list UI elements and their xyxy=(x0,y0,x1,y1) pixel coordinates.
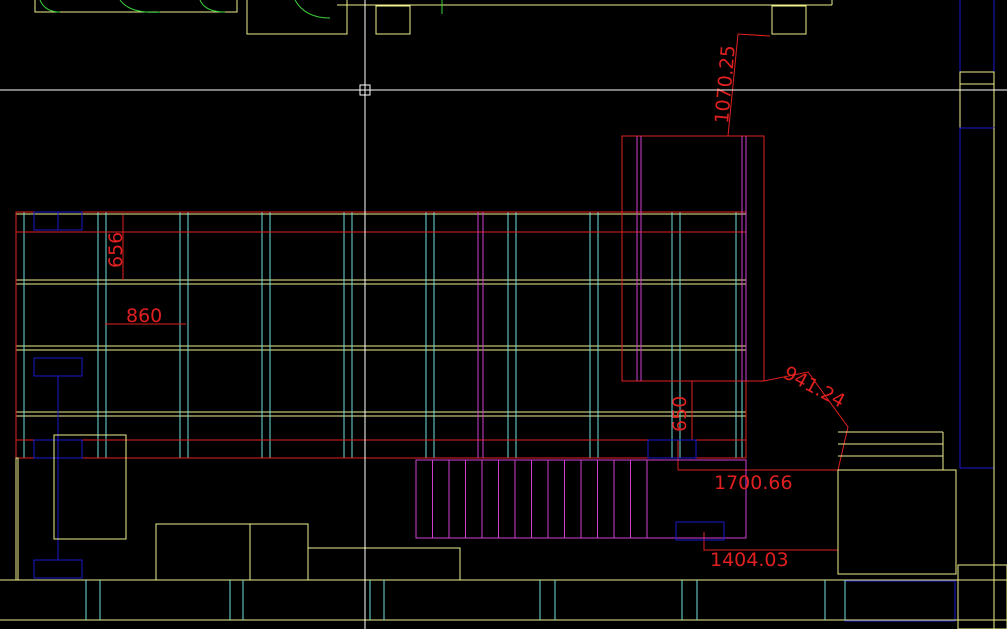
top-yellow-box-a xyxy=(246,0,348,35)
lower-left-box xyxy=(53,434,127,540)
right-bottom-box xyxy=(957,564,1007,629)
top-green-arc-2 xyxy=(119,0,161,13)
blue-markers xyxy=(33,211,956,622)
top-green-arc-1 xyxy=(39,0,61,13)
main-grid xyxy=(15,211,747,459)
stair-treads xyxy=(415,459,747,539)
right-column-blue-main xyxy=(959,127,995,469)
dim-text-656: 656 xyxy=(105,232,127,268)
blue-marker-mid xyxy=(33,357,83,377)
dimension-texts: 1070.25 656 860 941.24 650 1700.66 1404.… xyxy=(105,44,849,571)
grid-horizontal-beams xyxy=(16,213,746,417)
top-objects xyxy=(34,0,833,35)
right-column-yellow xyxy=(959,71,995,129)
lower-area xyxy=(0,431,1007,621)
grid-vertical-columns xyxy=(23,212,743,458)
lower-box-a xyxy=(155,523,309,581)
dim-leader-1070 xyxy=(727,33,771,137)
lower-right-box xyxy=(837,469,957,575)
dim-text-941: 941.24 xyxy=(780,362,849,413)
top-yellow-frame-left xyxy=(34,0,238,13)
blue-marker-stair-bottom xyxy=(675,521,725,541)
top-yellow-box-c xyxy=(771,5,807,35)
upper-box-red-frame xyxy=(621,135,765,382)
top-green-arc-4 xyxy=(294,0,331,19)
pickbox xyxy=(359,84,371,96)
dim-leader-941 xyxy=(678,371,849,471)
bottom-cyan-posts xyxy=(85,580,846,620)
top-yellow-box-b xyxy=(375,5,411,35)
dim-text-860: 860 xyxy=(126,305,162,327)
blue-box-bottom-right xyxy=(844,580,956,622)
blue-marker-stair-top xyxy=(647,439,697,459)
dim-text-1404: 1404.03 xyxy=(710,549,789,571)
top-green-arc-3 xyxy=(199,0,226,13)
right-column xyxy=(957,0,1007,629)
dim-text-1070: 1070.25 xyxy=(711,44,740,124)
blue-marker-bottom xyxy=(33,559,83,579)
dim-text-1700: 1700.66 xyxy=(714,472,793,494)
right-column-blue-top xyxy=(959,0,995,73)
lower-box-b xyxy=(307,547,461,581)
lower-left-edge xyxy=(15,457,19,581)
dim-text-650: 650 xyxy=(669,396,691,432)
upper-box xyxy=(621,33,849,551)
